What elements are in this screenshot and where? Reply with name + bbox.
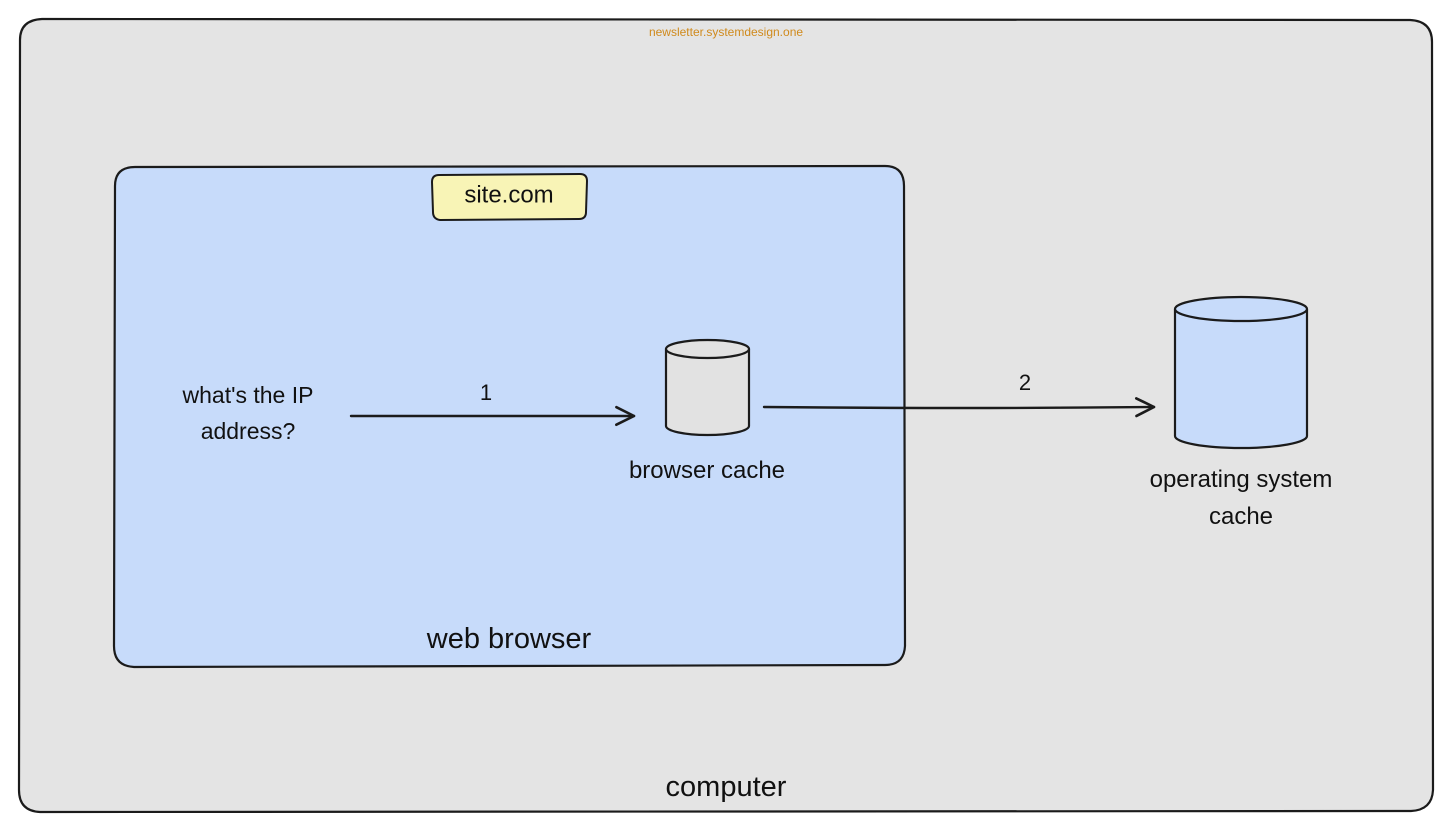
web-browser-label: web browser — [426, 623, 592, 655]
browser-cache-label: browser cache — [628, 457, 786, 484]
edge-label-1: 1 — [479, 380, 493, 405]
os-cache-database-icon — [1173, 295, 1309, 450]
browser-cache-database-icon — [664, 338, 751, 437]
question-label: what's the IP address? — [182, 382, 314, 444]
site-tag-label: site.com — [464, 181, 554, 209]
arrow-browser-cache-to-os-cache — [762, 397, 1156, 418]
edge-label-2: 2 — [1018, 370, 1032, 395]
site-tag-box — [430, 172, 589, 222]
os-cache-label: operating system cache — [1149, 466, 1333, 531]
computer-label: computer — [665, 771, 787, 803]
watermark-text: newsletter.systemdesign.one — [648, 25, 804, 39]
